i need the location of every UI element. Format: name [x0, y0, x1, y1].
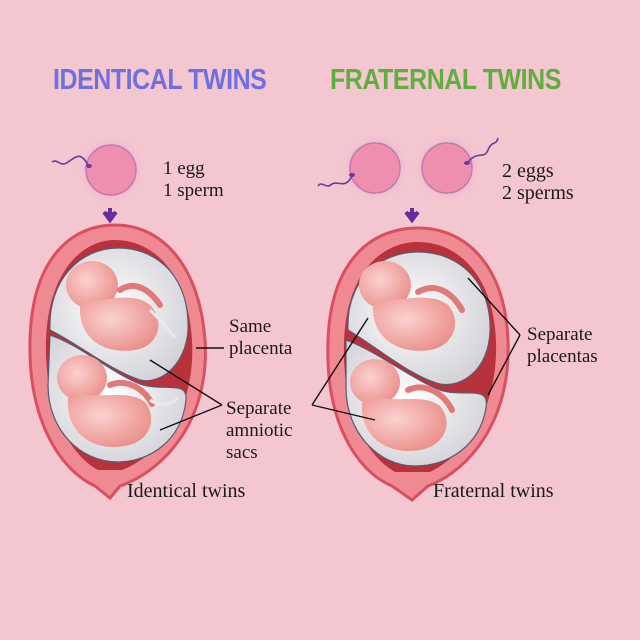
fetus-lower: [57, 355, 155, 447]
separate-placentas-label: Separate placentas: [527, 324, 598, 368]
one-sperm-text: 1 sperm: [163, 180, 224, 201]
pointer-lines: [149, 277, 521, 431]
fetus-upper: [66, 261, 163, 351]
identical-uterus: [28, 223, 207, 501]
fraternal-egg-label: 2 eggs 2 sperms: [502, 160, 574, 204]
identical-egg-group: [51, 136, 145, 204]
fraternal-uterus: [326, 226, 510, 502]
sperm-icon: [51, 155, 89, 166]
same-placenta-line1: Same: [229, 316, 272, 337]
sacs-line3: sacs: [226, 442, 258, 463]
fraternal-twins-title: FRATERNAL TWINS: [330, 64, 561, 96]
sacs-line2: amniotic: [226, 420, 293, 441]
fraternal-arrow-icon: [404, 208, 420, 224]
same-placenta-label: Same placenta: [229, 316, 292, 360]
identical-caption: Identical twins: [127, 480, 246, 502]
fetus-lower-fraternal: [350, 359, 455, 451]
two-eggs-text: 2 eggs: [502, 160, 554, 182]
sperm-icon-2: [467, 137, 499, 163]
fraternal-caption: Fraternal twins: [433, 480, 554, 502]
identical-arrow-icon: [102, 208, 118, 224]
egg-icon-1: [349, 142, 401, 194]
separate-amniotic-sacs-label: Separate amniotic sacs: [226, 398, 292, 464]
sacs-line1: Separate: [226, 398, 292, 419]
egg-icon: [85, 144, 137, 196]
identical-twins-title: IDENTICAL TWINS: [53, 64, 267, 96]
same-placenta-line2: placenta: [229, 338, 293, 359]
sperm-icon-1: [317, 175, 353, 187]
fraternal-egg-group: [317, 134, 499, 202]
placentas-line2: placentas: [527, 346, 598, 367]
two-sperms-text: 2 sperms: [502, 182, 574, 204]
identical-egg-label: 1 egg 1 sperm: [163, 158, 224, 202]
egg-icon-2: [421, 142, 473, 194]
one-egg-text: 1 egg: [163, 158, 205, 179]
fetus-upper-fraternal: [359, 261, 465, 351]
placentas-line1: Separate: [527, 324, 593, 345]
